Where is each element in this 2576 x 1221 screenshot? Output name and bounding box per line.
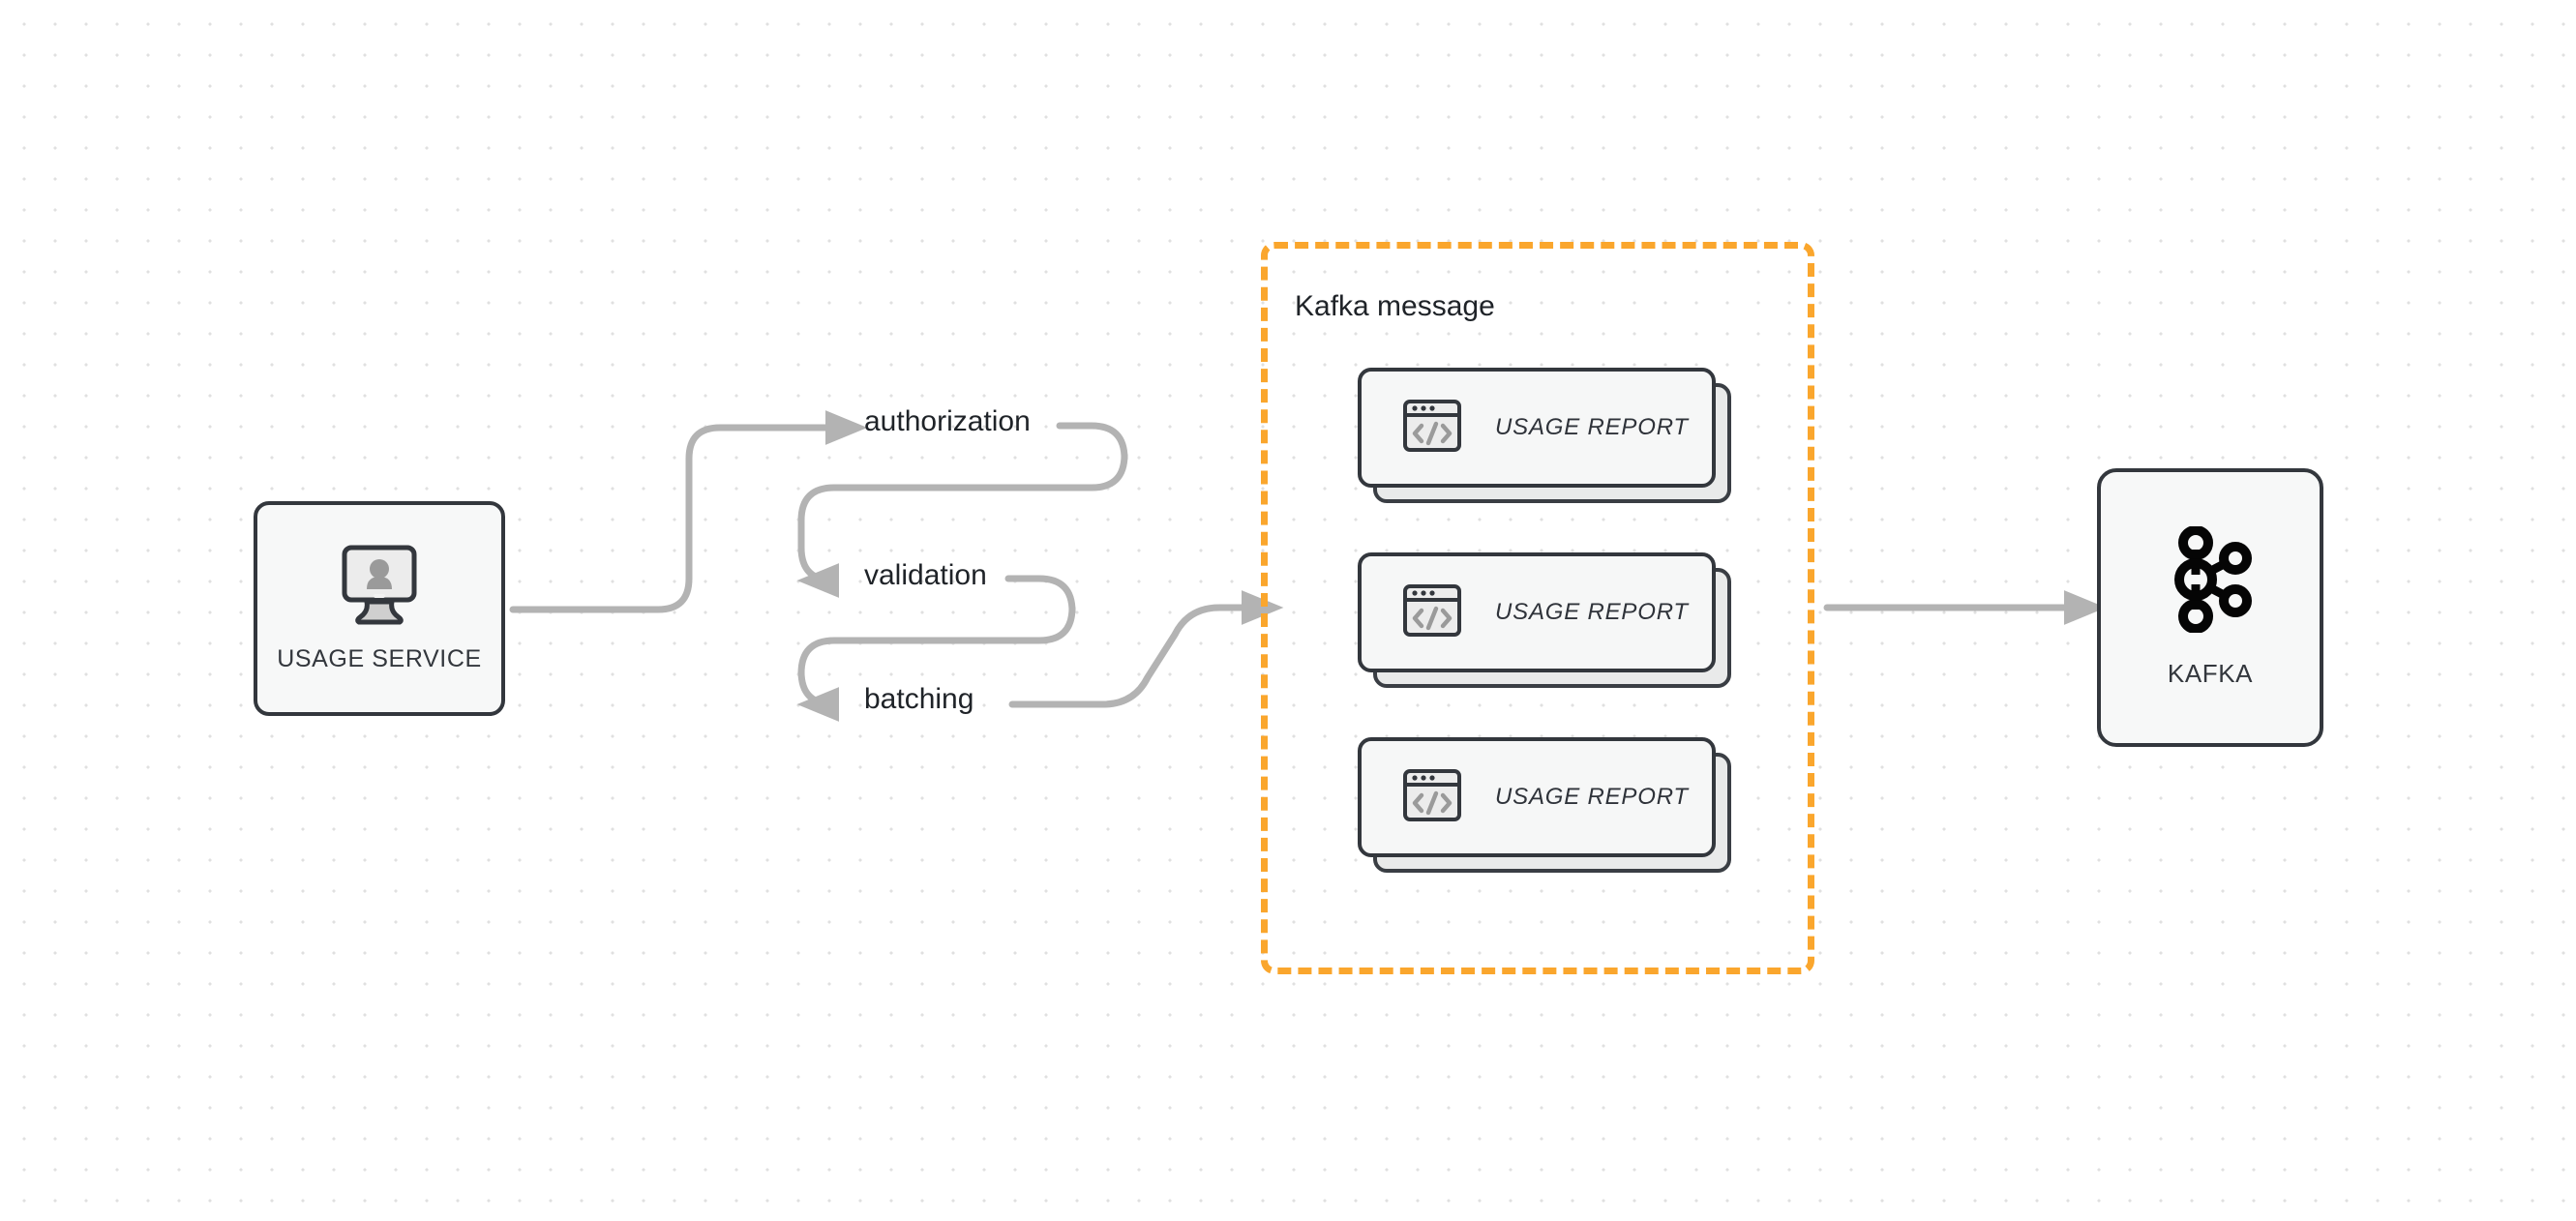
- kafka-logo-icon: [2164, 525, 2257, 638]
- usage-report-card[interactable]: USAGE REPORT: [1358, 368, 1731, 503]
- card-face: USAGE REPORT: [1358, 737, 1716, 857]
- monitor-user-icon: [335, 544, 424, 630]
- usage-report-card[interactable]: USAGE REPORT: [1358, 552, 1731, 688]
- node-usage-service-label: USAGE SERVICE: [277, 645, 482, 672]
- card-face: USAGE REPORT: [1358, 368, 1716, 488]
- code-window-icon: [1402, 396, 1462, 461]
- flow-step-authorization[interactable]: authorization: [864, 405, 1031, 437]
- card-face: USAGE REPORT: [1358, 552, 1716, 672]
- code-window-icon: [1402, 765, 1462, 830]
- connector-usage-service-to-authorization: [509, 410, 868, 613]
- connector-batching-to-kafka-message: [1008, 590, 1284, 708]
- usage-report-card-label: USAGE REPORT: [1495, 784, 1689, 810]
- group-kafka-message-title: Kafka message: [1295, 290, 1495, 322]
- flow-step-batching[interactable]: batching: [864, 683, 974, 715]
- node-kafka[interactable]: KAFKA: [2097, 468, 2323, 747]
- usage-report-card-label: USAGE REPORT: [1495, 599, 1689, 625]
- flow-step-validation[interactable]: validation: [864, 559, 987, 591]
- usage-report-card[interactable]: USAGE REPORT: [1358, 737, 1731, 873]
- usage-report-card-label: USAGE REPORT: [1495, 414, 1689, 440]
- group-kafka-message[interactable]: [1261, 242, 1814, 974]
- node-usage-service[interactable]: USAGE SERVICE: [254, 501, 505, 716]
- code-window-icon: [1402, 581, 1462, 645]
- connector-authorization-to-validation: [796, 422, 1128, 598]
- node-kafka-label: KAFKA: [2167, 659, 2254, 688]
